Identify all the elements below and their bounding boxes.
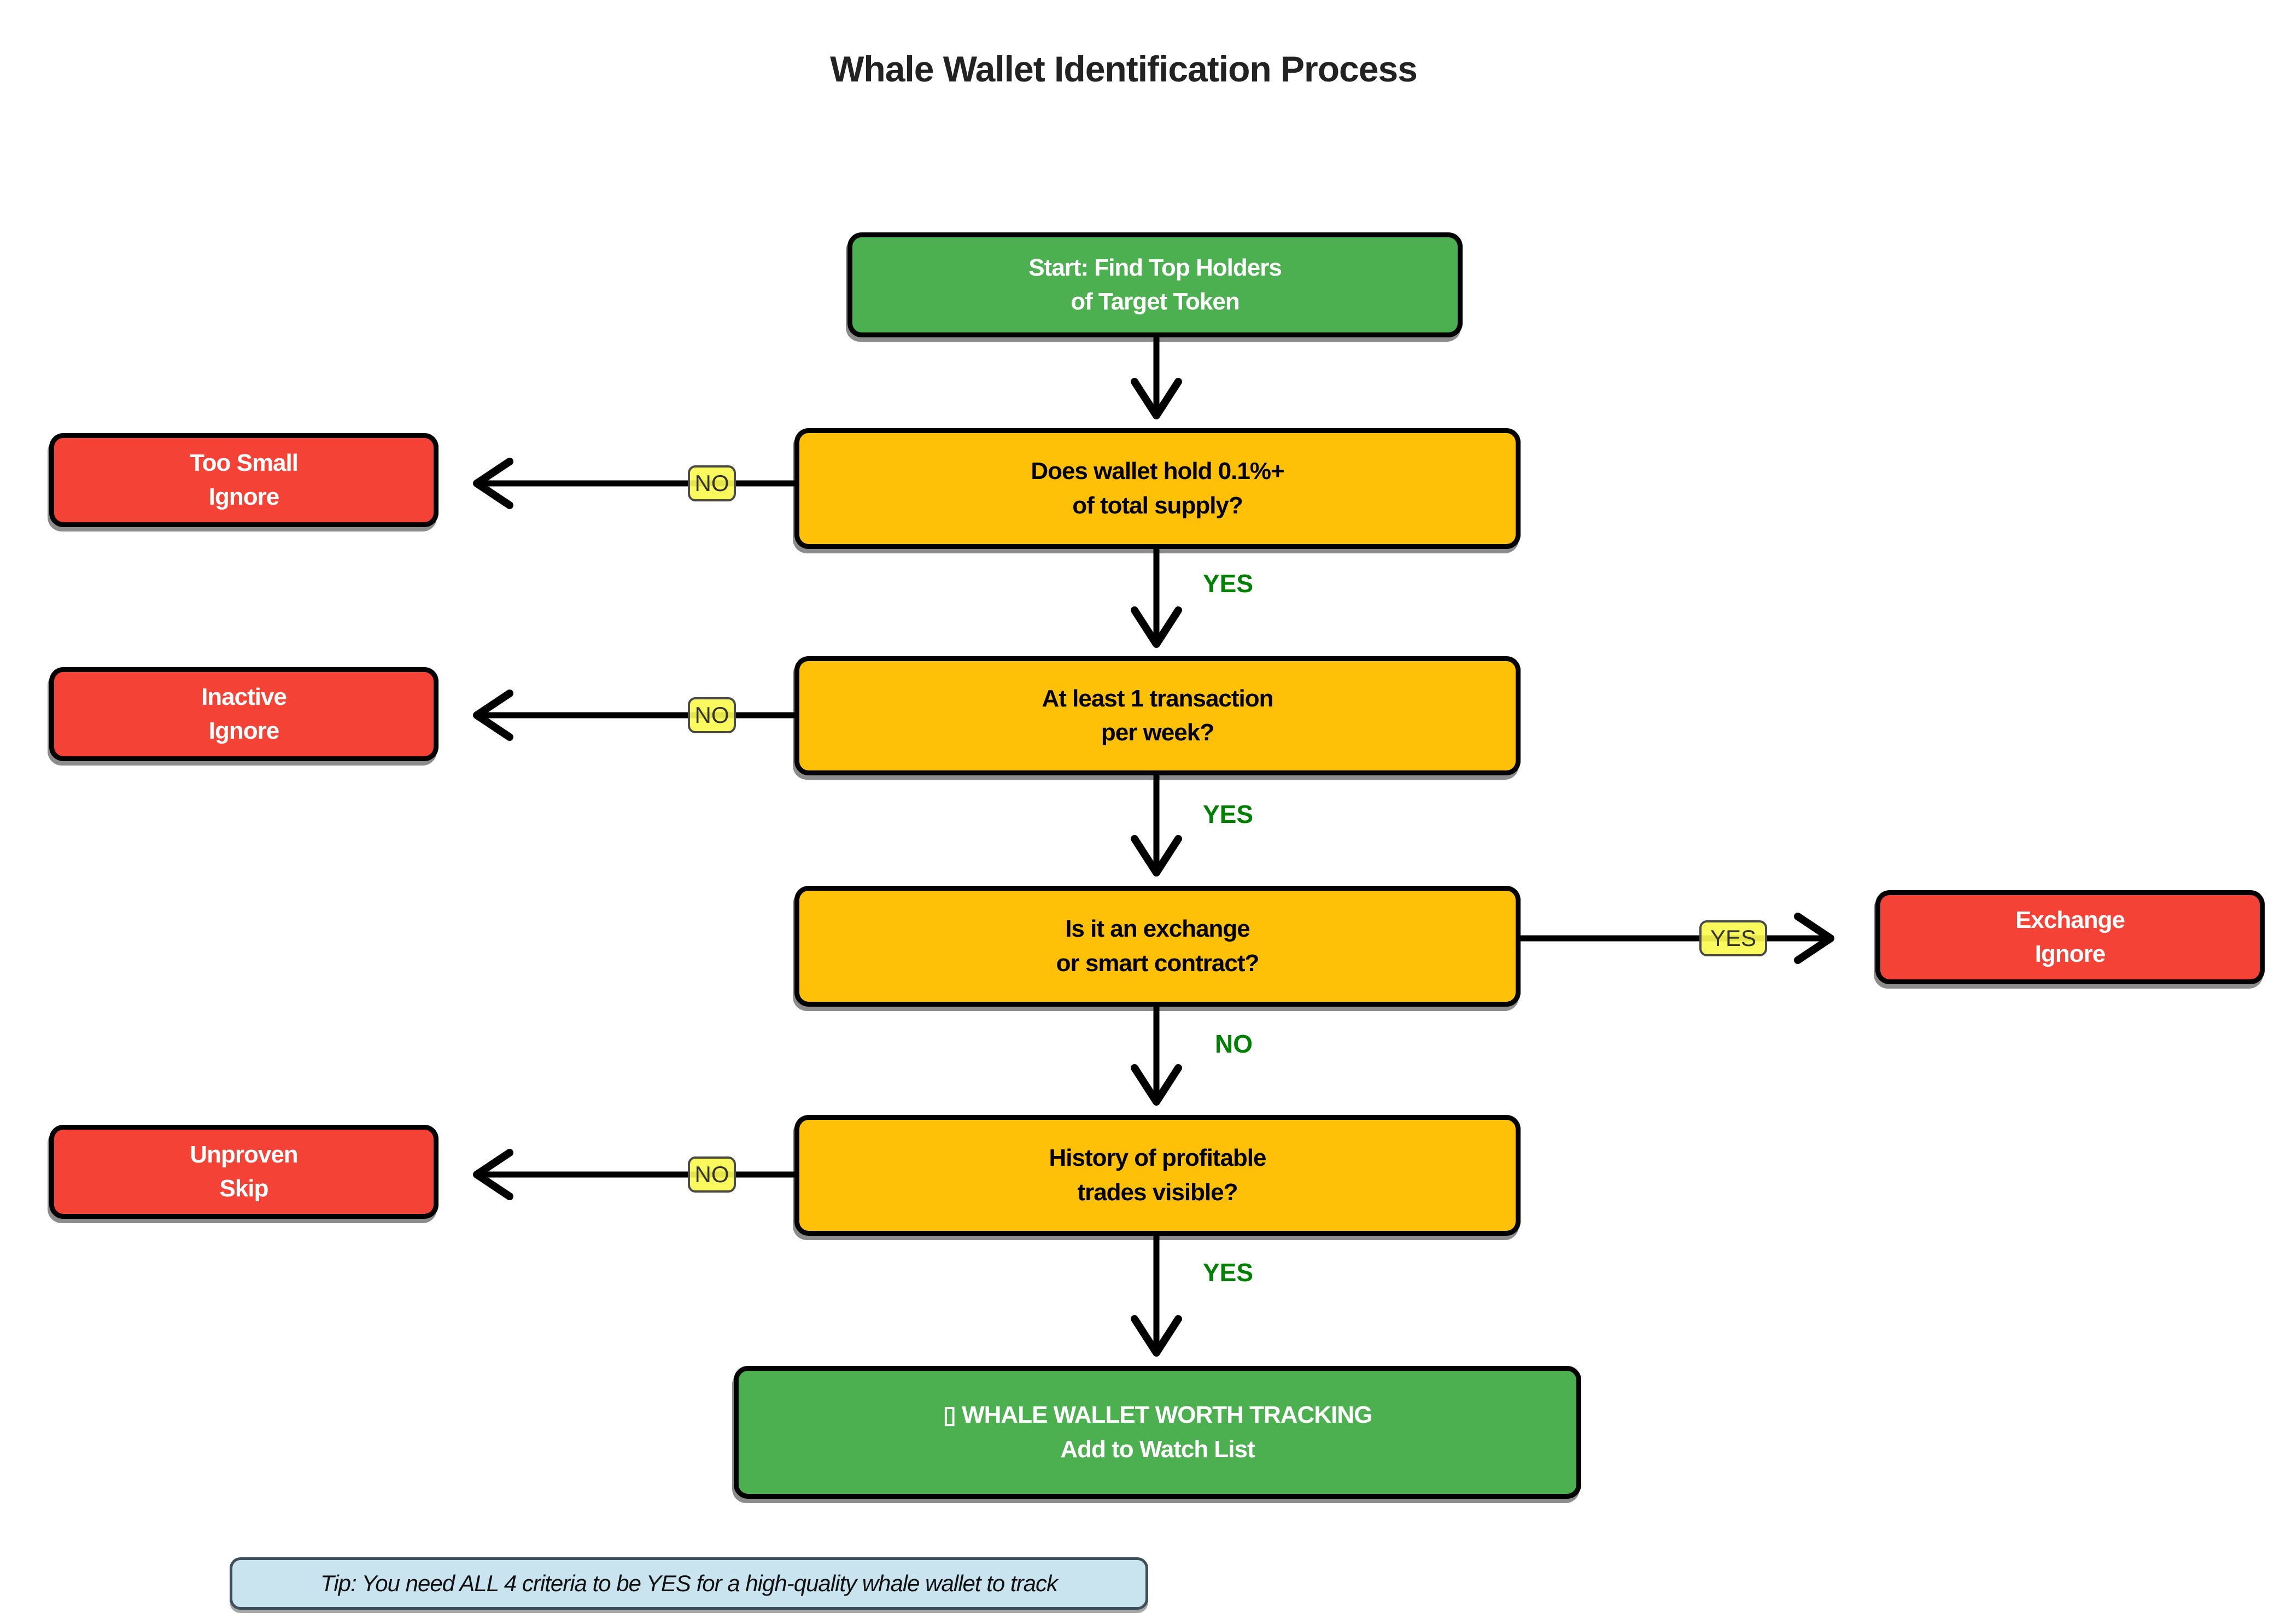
edge-text-no-3: NO: [1215, 1030, 1253, 1058]
arrow-supply-to-too-small: [473, 458, 802, 509]
start-node: Start: Find Top Holders of Target Token: [847, 232, 1463, 337]
decision-activity-node: At least 1 transaction per week?: [794, 656, 1521, 775]
start-node-line1: Start: Find Top Holders: [1028, 254, 1282, 281]
exchange-ignore-node: Exchange Ignore: [1875, 890, 2265, 984]
arrow-exchange-to-profit: [1131, 998, 1182, 1106]
too-small-line2: Ignore: [208, 483, 279, 510]
decision-exchange-line2: or smart contract?: [1056, 949, 1260, 977]
decision-exchange-node: Is it an exchange or smart contract?: [794, 886, 1521, 1007]
decision-supply-node: Does wallet hold 0.1%+ of total supply?: [794, 428, 1521, 549]
edge-label-no-1: NO: [688, 465, 736, 501]
arrow-exchange-to-exchange-ignore: [1514, 913, 1834, 964]
exchange-ignore-line1: Exchange: [2015, 906, 2125, 933]
decision-supply-line2: of total supply?: [1072, 492, 1243, 519]
edge-label-no-4: NO: [688, 1156, 736, 1193]
unproven-line1: Unproven: [190, 1141, 298, 1168]
decision-profit-node: History of profitable trades visible?: [794, 1115, 1521, 1236]
arrow-profit-to-final: [1131, 1227, 1182, 1357]
final-node-line2: Add to Watch List: [1060, 1435, 1255, 1463]
final-node-line1: ▯ WHALE WALLET WORTH TRACKING: [943, 1401, 1373, 1429]
tip-callout: Tip: You need ALL 4 criteria to be YES f…: [230, 1557, 1148, 1610]
decision-exchange-line1: Is it an exchange: [1065, 915, 1250, 943]
edge-label-yes-3: YES: [1699, 920, 1767, 956]
arrow-profit-to-unproven: [473, 1149, 802, 1200]
edge-label-no-2: NO: [688, 697, 736, 733]
inactive-line2: Ignore: [208, 717, 279, 744]
edge-text-yes-4: YES: [1203, 1258, 1254, 1287]
exchange-ignore-line2: Ignore: [2035, 940, 2106, 967]
inactive-line1: Inactive: [201, 683, 287, 710]
edge-text-yes-1: YES: [1203, 569, 1254, 598]
unproven-node: Unproven Skip: [49, 1125, 439, 1219]
page-title: Whale Wallet Identification Process: [830, 49, 1418, 89]
too-small-line1: Too Small: [190, 449, 299, 476]
decision-supply-line1: Does wallet hold 0.1%+: [1031, 458, 1284, 485]
too-small-node: Too Small Ignore: [49, 433, 439, 527]
start-node-line2: of Target Token: [1071, 288, 1240, 315]
decision-profit-line2: trades visible?: [1077, 1178, 1238, 1206]
unproven-line2: Skip: [219, 1175, 269, 1202]
decision-profit-line1: History of profitable: [1049, 1144, 1266, 1172]
inactive-node: Inactive Ignore: [49, 667, 439, 761]
final-node: ▯ WHALE WALLET WORTH TRACKING Add to Wat…: [734, 1366, 1581, 1499]
arrow-activity-to-exchange: [1131, 768, 1182, 877]
edge-text-yes-2: YES: [1203, 800, 1254, 828]
arrow-start-to-supply: [1131, 328, 1182, 419]
decision-activity-line1: At least 1 transaction: [1042, 685, 1273, 712]
arrow-supply-to-activity: [1131, 541, 1182, 648]
arrow-activity-to-inactive: [473, 690, 802, 741]
decision-activity-line2: per week?: [1101, 719, 1214, 746]
